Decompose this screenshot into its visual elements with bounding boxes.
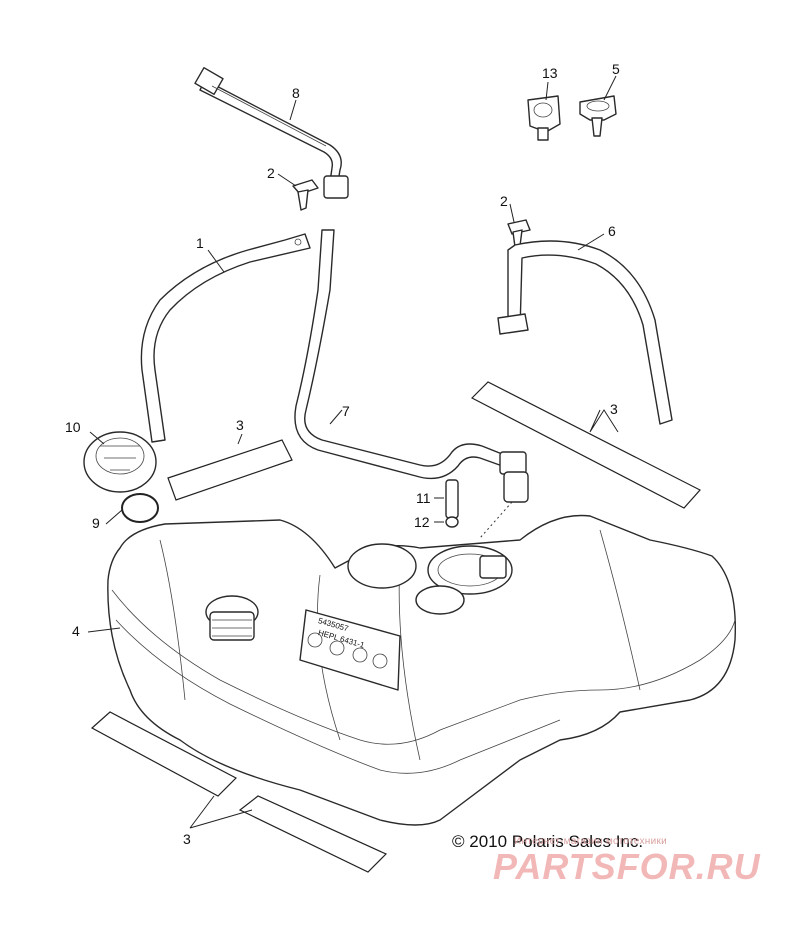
watermark-logo: PARTSFOR.RU bbox=[493, 846, 761, 887]
push-pin-part-2-left bbox=[292, 179, 319, 211]
callout-2-left: 2 bbox=[267, 165, 275, 181]
callout-4: 4 bbox=[72, 623, 80, 639]
leader-lines bbox=[87, 75, 619, 829]
gasket-part-9 bbox=[121, 493, 159, 523]
o-ring-part-12 bbox=[445, 516, 459, 528]
callout-3-right: 3 bbox=[610, 401, 618, 417]
tank-strap-part-6 bbox=[497, 240, 673, 425]
copyright-notice: © 2010 Polaris Sales Inc. bbox=[452, 832, 644, 851]
fuel-cap-part-10 bbox=[83, 431, 157, 493]
fuel-hose-part-7 bbox=[294, 229, 529, 503]
vent-hose-part-8 bbox=[194, 67, 349, 199]
callout-6: 6 bbox=[608, 223, 616, 239]
callout-3-center: 3 bbox=[236, 417, 244, 433]
fuel-tank-part-4: 5435057 HEPL 6431-1 bbox=[107, 514, 737, 826]
tube-part-11 bbox=[445, 479, 459, 519]
callout-7: 7 bbox=[342, 403, 350, 419]
watermark-subtitle: Интернет-магазин мототехники bbox=[514, 836, 668, 847]
callout-5: 5 bbox=[612, 61, 620, 77]
callout-3-bottom: 3 bbox=[183, 831, 191, 847]
callout-11: 11 bbox=[416, 490, 431, 506]
callout-10: 10 bbox=[65, 419, 81, 435]
tank-strap-part-1 bbox=[140, 233, 311, 443]
pad-part-3-center bbox=[167, 439, 293, 501]
pad-part-3-right bbox=[470, 381, 701, 509]
callout-13: 13 bbox=[542, 65, 558, 81]
callout-9: 9 bbox=[92, 515, 100, 531]
callout-1: 1 bbox=[196, 235, 204, 251]
pad-part-3-bottom-right bbox=[238, 795, 388, 873]
callout-8: 8 bbox=[292, 85, 300, 101]
clip-part-5 bbox=[579, 95, 617, 137]
clip-part-13 bbox=[527, 95, 561, 141]
callout-2-right: 2 bbox=[500, 193, 508, 209]
assembly-path-line bbox=[479, 501, 513, 539]
pad-part-3-bottom-left bbox=[90, 711, 238, 797]
callout-12: 12 bbox=[414, 514, 430, 530]
